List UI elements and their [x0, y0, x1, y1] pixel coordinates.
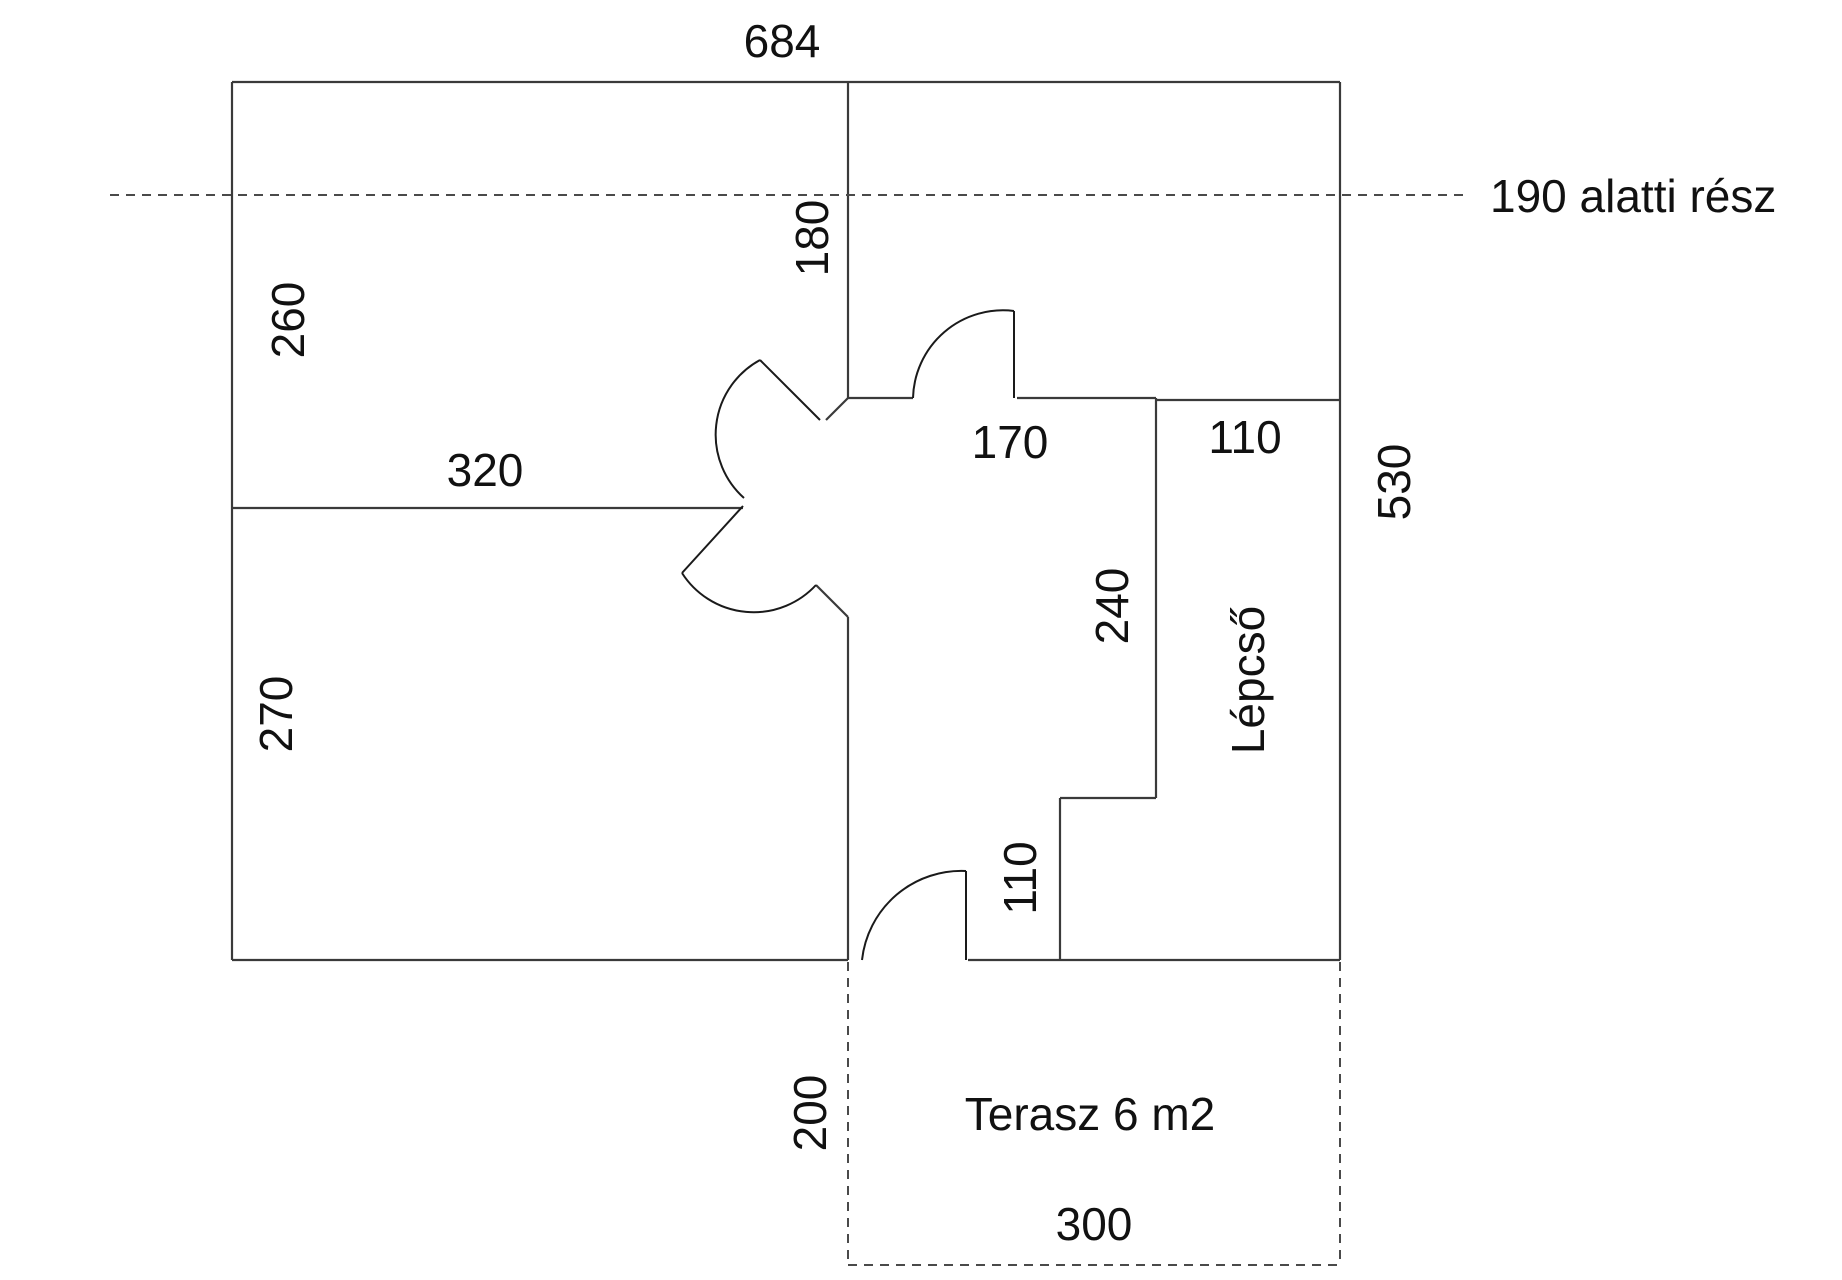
outer-walls	[230, 80, 1342, 962]
door-leaf-upper-left	[759, 359, 821, 421]
door-swing-upper-right	[912, 309, 1015, 399]
left-lower-height-label: 270	[250, 676, 302, 753]
corner-wall-lower	[815, 584, 849, 618]
terrace-depth-label: 200	[784, 1075, 836, 1152]
upper-partition-height-label: 180	[786, 200, 838, 277]
room-labels: 190 alatti rész Lépcső Terasz 6 m2	[965, 170, 1777, 1140]
hall-top-width-label: 170	[972, 416, 1049, 468]
door-swing-lower-left	[681, 572, 817, 614]
left-upper-height-label: 260	[262, 282, 314, 359]
corner-wall-upper	[825, 397, 849, 421]
niche-height-label: 110	[994, 841, 1046, 914]
hall-wall-height-label: 240	[1086, 568, 1138, 645]
right-total-height-label: 530	[1368, 444, 1420, 521]
door-leaf-lower-left	[681, 505, 744, 574]
dashed-lines	[110, 194, 1465, 1266]
height-line-note: 190 alatti rész	[1490, 170, 1776, 222]
stair-top-width-label: 110	[1208, 411, 1281, 463]
door-swing-upper-left	[714, 359, 761, 499]
dimension-labels: 684 260 180 320 270 170 110 530 240 110 …	[250, 15, 1420, 1250]
stairs-label: Lépcső	[1222, 606, 1274, 754]
inner-walls	[232, 82, 1340, 960]
overall-width-label: 684	[744, 15, 821, 67]
terrace-label: Terasz 6 m2	[965, 1088, 1216, 1140]
terrace-width-label: 300	[1056, 1198, 1133, 1250]
entrance-door-swing	[861, 869, 967, 961]
doors	[681, 309, 1015, 961]
divider-length-label: 320	[447, 444, 524, 496]
